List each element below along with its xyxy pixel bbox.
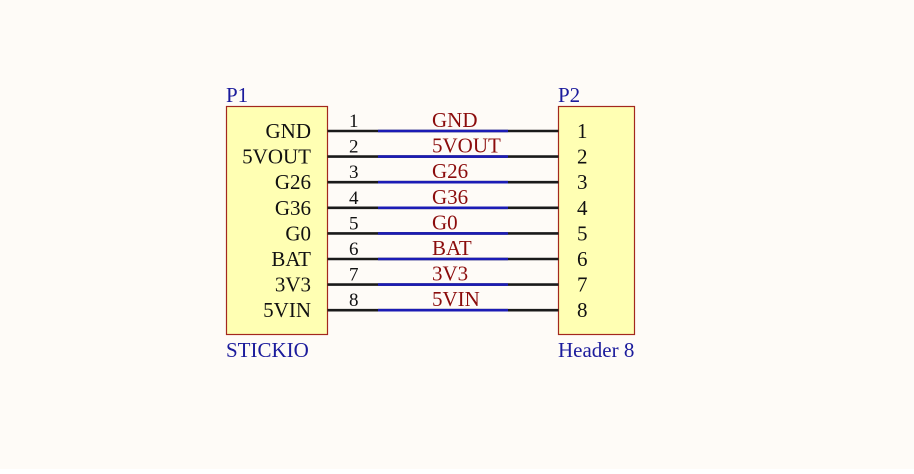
net-label[interactable]: 5VOUT (432, 134, 501, 158)
p1-pin-number: 3 (349, 162, 359, 183)
p1-designator[interactable]: P1 (226, 83, 248, 107)
p1-pin-name: 5VOUT (242, 145, 311, 169)
p1-pin-number: 5 (349, 213, 359, 234)
net-label[interactable]: G36 (432, 185, 468, 209)
p2-pin-number: 3 (577, 170, 588, 194)
p1-pin-number: 1 (349, 111, 359, 132)
p1-pin-number: 4 (349, 188, 359, 209)
p2-comment: Header 8 (558, 338, 634, 362)
p2-pin-number: 2 (577, 145, 588, 169)
p1-comment: STICKIO (226, 338, 309, 362)
p1-pin-name: G36 (275, 196, 311, 220)
p1-pin-name: G0 (285, 221, 311, 245)
p1-pin-number: 7 (349, 265, 359, 286)
p2-pin-number: 5 (577, 221, 588, 245)
net-label[interactable]: GND (432, 108, 478, 132)
p1-component-body[interactable] (225, 105, 329, 336)
p2-pin-number: 6 (577, 247, 588, 271)
net-label[interactable]: BAT (432, 236, 472, 260)
p1-pin-number: 6 (349, 239, 359, 260)
p2-pin-number: 4 (577, 196, 588, 220)
p2-component-body[interactable] (557, 105, 636, 336)
p1-pin-number: 8 (349, 290, 359, 311)
net-label[interactable]: 3V3 (432, 262, 468, 286)
net-label[interactable]: 5VIN (432, 287, 480, 311)
net-label[interactable]: G26 (432, 159, 468, 183)
p1-pin-name: BAT (271, 247, 311, 271)
p1-pin-name: GND (266, 119, 312, 143)
p1-pin-name: 3V3 (275, 273, 311, 297)
p2-pin-number: 1 (577, 119, 588, 143)
p2-pin-number: 8 (577, 298, 588, 322)
p1-pin-number: 2 (349, 137, 359, 158)
p2-pin-number: 7 (577, 273, 588, 297)
p2-designator[interactable]: P2 (558, 83, 580, 107)
p1-pin-name: 5VIN (263, 298, 311, 322)
p1-pin-name: G26 (275, 170, 311, 194)
net-label[interactable]: G0 (432, 210, 458, 234)
